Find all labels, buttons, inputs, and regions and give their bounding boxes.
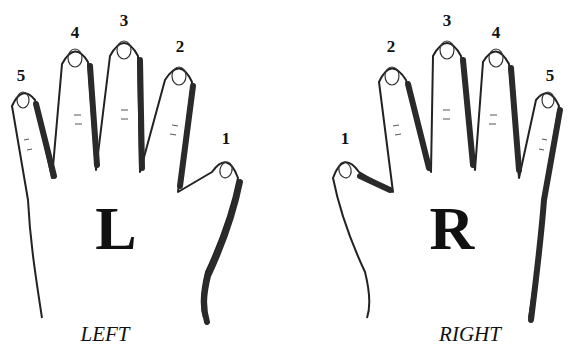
finger-nails [17, 41, 234, 179]
nail [17, 92, 29, 108]
shadow [408, 84, 429, 168]
knuckle-marks [393, 110, 547, 150]
shadow [140, 60, 142, 168]
finger-shadows [36, 60, 240, 322]
shadow [90, 66, 97, 165]
nail [68, 49, 82, 67]
nail [489, 49, 503, 67]
knuckle [170, 125, 178, 135]
shadow [204, 182, 240, 322]
finger-number: 2 [387, 38, 396, 55]
right-hand [333, 41, 560, 320]
shadow [360, 176, 390, 190]
finger-number: 2 [176, 38, 185, 55]
finger-number: 1 [222, 130, 231, 147]
shadow [463, 60, 473, 165]
knuckle [24, 139, 32, 150]
finger-number: 5 [17, 67, 26, 84]
nail [542, 92, 554, 108]
finger-number: 1 [341, 130, 350, 147]
finger-number: 3 [120, 12, 129, 29]
shadow [180, 86, 193, 186]
hand-letter: R [430, 197, 475, 259]
knuckle [121, 110, 128, 119]
knuckle [74, 115, 82, 124]
knuckle [539, 139, 547, 150]
hand-caption: LEFT [80, 324, 129, 345]
finger-number: 4 [492, 24, 501, 41]
finger-number: 3 [443, 12, 452, 29]
knuckle-marks [24, 110, 178, 150]
finger-nails [337, 41, 554, 179]
knuckle [393, 125, 401, 135]
left-hand [12, 41, 240, 322]
nail [337, 161, 353, 180]
finger-number: 4 [71, 24, 80, 41]
hand-outline [333, 43, 559, 318]
shadow [511, 68, 519, 170]
shadow [36, 104, 54, 176]
shadow [531, 110, 560, 320]
nail [440, 41, 454, 59]
nail [117, 41, 131, 59]
finger-shadows [360, 60, 560, 320]
finger-number: 5 [546, 67, 555, 84]
nail [172, 67, 186, 85]
hand-caption: RIGHT [439, 324, 501, 345]
knuckle [489, 115, 497, 124]
knuckle [443, 110, 450, 119]
hand-letter: L [95, 197, 136, 259]
nail [218, 161, 234, 180]
hand-outline [12, 43, 238, 318]
nail [385, 67, 399, 85]
